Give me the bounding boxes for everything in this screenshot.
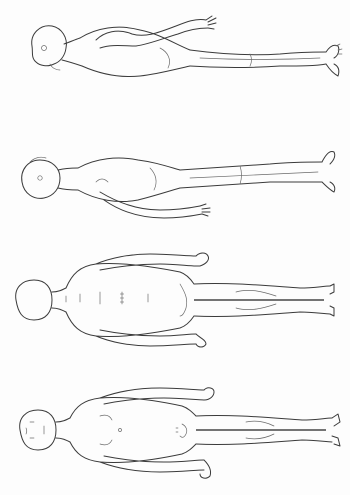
body-lateral-right-icon bbox=[0, 124, 350, 234]
anterior-view-figure bbox=[0, 376, 350, 486]
body-anterior-icon bbox=[0, 376, 350, 495]
body-lateral-left-icon bbox=[0, 4, 350, 114]
lateral-view-left-figure bbox=[0, 4, 350, 114]
posterior-view-figure bbox=[0, 244, 350, 354]
lateral-view-right-figure bbox=[0, 124, 350, 234]
body-posterior-icon bbox=[0, 244, 350, 364]
